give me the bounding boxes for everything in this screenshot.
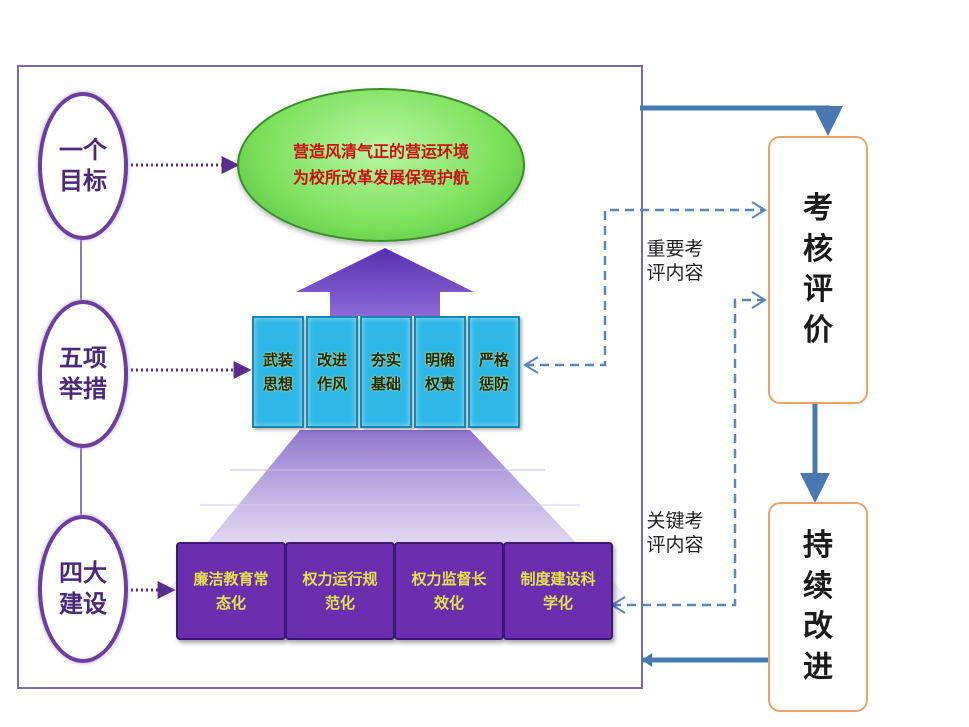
level-goal-circle: 一个目标: [38, 92, 128, 240]
dash-important: [525, 208, 764, 367]
measure-label-5: 严格惩防: [478, 351, 509, 393]
measure-tile-2: 改进作风: [306, 316, 358, 428]
upward-arrow: [296, 248, 474, 316]
measure-tile-1: 武装思想: [252, 316, 304, 428]
construction-label-2: 权力运行规范化: [302, 570, 378, 612]
construction-box-4: 制度建设科学化: [503, 542, 613, 640]
measure-label-2: 改进作风: [316, 351, 347, 393]
construction-label-1: 廉洁教育常态化: [193, 570, 269, 612]
construction-box-1: 廉洁教育常态化: [176, 542, 286, 640]
dash-key: [612, 298, 764, 607]
arrow-to-evaluation: [640, 105, 843, 136]
level-constructions-label: 四大建设: [59, 558, 107, 618]
measure-label-1: 武装思想: [262, 351, 293, 393]
improvement-box: 持续改进: [768, 502, 868, 712]
measure-tile-3: 夯实基础: [360, 316, 412, 428]
level-measures-circle: 五项举措: [38, 300, 128, 448]
level-goal-label: 一个目标: [59, 135, 107, 195]
construction-box-2: 权力运行规范化: [285, 542, 395, 640]
evaluation-box: 考核评价: [768, 136, 868, 404]
construction-label-4: 制度建设科学化: [520, 570, 596, 612]
improvement-label: 持续改进: [803, 528, 833, 685]
goal-line-2: 为校所改革发展保驾护航: [292, 168, 469, 187]
note-important: 重要考评内容: [646, 238, 704, 284]
measure-tile-5: 严格惩防: [468, 316, 520, 428]
measure-tile-4: 明确权责: [414, 316, 466, 428]
construction-label-3: 权力监督长效化: [411, 570, 487, 612]
goal-line-1: 营造风清气正的营运环境: [292, 142, 469, 162]
level-constructions-circle: 四大建设: [38, 515, 128, 663]
evaluation-label: 考核评价: [803, 191, 833, 348]
note-key: 关键考评内容: [646, 510, 704, 556]
construction-box-3: 权力监督长效化: [394, 542, 504, 640]
measure-label-4: 明确权责: [424, 351, 455, 393]
level-measures-label: 五项举措: [59, 343, 107, 403]
measure-label-3: 夯实基础: [370, 351, 401, 393]
goal-ellipse: 营造风清气正的营运环境 为校所改革发展保驾护航: [237, 88, 525, 242]
